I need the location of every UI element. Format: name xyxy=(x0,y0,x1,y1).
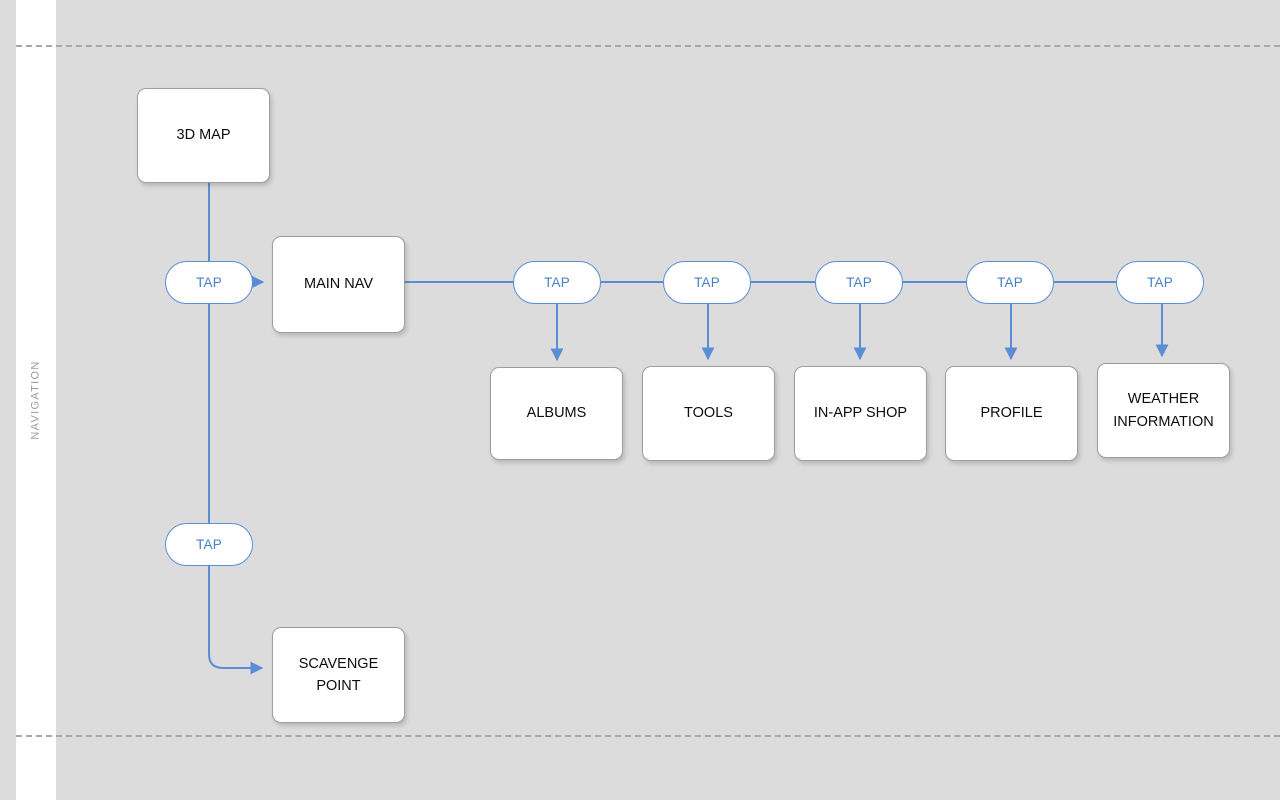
node-mainnav[interactable]: MAIN NAV xyxy=(272,236,405,333)
pill-tap-mainnav[interactable]: TAP xyxy=(165,261,253,304)
node-map-label: 3D MAP xyxy=(176,127,231,144)
pill-tap-shop-label: TAP xyxy=(846,275,872,290)
node-shop-label: IN-APP SHOP xyxy=(813,405,908,422)
node-tools[interactable]: TOOLS xyxy=(642,366,775,461)
node-albums[interactable]: ALBUMS xyxy=(490,367,623,460)
pill-tap-weather[interactable]: TAP xyxy=(1116,261,1204,304)
pill-tap-albums-label: TAP xyxy=(544,275,570,290)
navigation-lane-band xyxy=(16,0,56,800)
pill-tap-mainnav-label: TAP xyxy=(196,275,222,290)
node-shop[interactable]: IN-APP SHOP xyxy=(794,366,927,461)
pill-tap-scavenge[interactable]: TAP xyxy=(165,523,253,566)
pill-tap-scavenge-label: TAP xyxy=(196,537,222,552)
pill-tap-weather-label: TAP xyxy=(1147,275,1173,290)
pill-tap-profile[interactable]: TAP xyxy=(966,261,1054,304)
pill-tap-tools[interactable]: TAP xyxy=(663,261,751,304)
pill-tap-shop[interactable]: TAP xyxy=(815,261,903,304)
pill-tap-albums[interactable]: TAP xyxy=(513,261,601,304)
node-profile[interactable]: PROFILE xyxy=(945,366,1078,461)
separator-top-dashed xyxy=(16,45,1280,47)
node-mainnav-label: MAIN NAV xyxy=(303,276,374,293)
pill-tap-profile-label: TAP xyxy=(997,275,1023,290)
separator-bottom-dashed xyxy=(16,735,1280,737)
node-tools-label: TOOLS xyxy=(684,405,733,422)
node-albums-label: ALBUMS xyxy=(526,405,587,422)
link-map-to-taps xyxy=(208,183,264,675)
node-map[interactable]: 3D MAP xyxy=(137,88,270,183)
node-profile-label: PROFILE xyxy=(980,405,1043,422)
pill-tap-tools-label: TAP xyxy=(694,275,720,290)
